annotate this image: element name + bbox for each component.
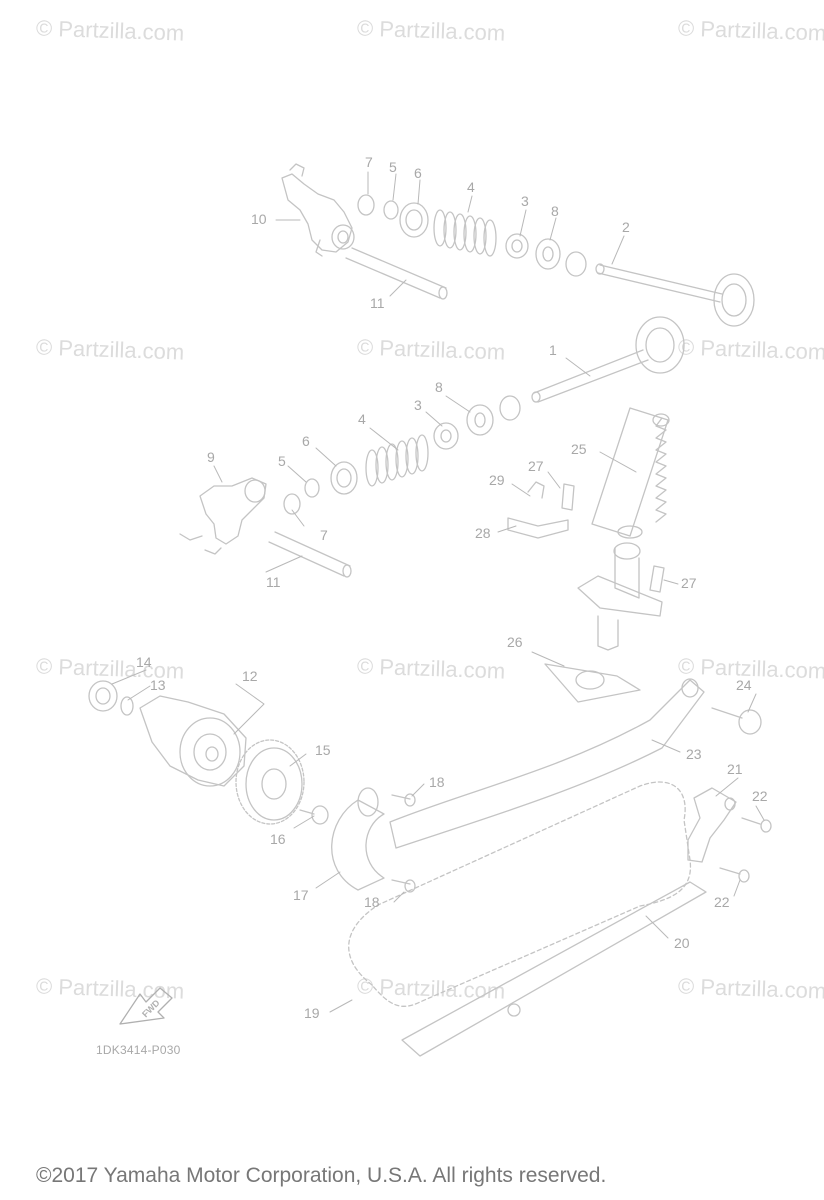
stem-seal-upper [506,234,528,258]
guide-plate-17 [332,788,384,890]
copyright-notice: ©2017 Yamaha Motor Corporation, U.S.A. A… [36,1164,607,1187]
callout-label: 12 [242,668,258,684]
callout-label: 25 [571,441,587,457]
callout-label: 5 [389,159,397,175]
callout-label: 5 [278,453,286,469]
callout-label: 29 [489,472,505,488]
bolt-24 [712,708,761,734]
callout-label: 18 [429,774,445,790]
callout-label: 8 [551,203,559,219]
stem-seal-lower [434,423,458,449]
callout-label: 8 [435,379,443,395]
bolt-18-upper [392,794,415,806]
callout-label: 22 [714,894,730,910]
rocker-arm-lower [180,478,266,554]
tensioner-bracket [508,482,664,592]
callout-label: 20 [674,935,690,951]
callout-label: 3 [414,397,422,413]
retainer-upper [400,203,428,237]
callout-label: 24 [736,677,752,693]
callout-label: 18 [364,894,380,910]
callout-label: 26 [507,634,523,650]
callout-label: 19 [304,1005,320,1021]
callout-label: 3 [521,193,529,209]
callout-label: 11 [266,574,281,590]
bolt-22-lower [720,868,749,882]
callout-label: 13 [150,677,166,693]
callout-label: 9 [207,449,215,465]
bolt-16 [300,806,328,824]
o-ring-upper [566,252,586,276]
valve-spring-upper [434,210,496,256]
callout-label: 10 [251,211,267,227]
cotter-upper [384,201,398,219]
tensioner-spring [618,414,669,538]
callout-label: 4 [358,411,366,427]
cotter-lower [305,479,319,497]
callout-label: 4 [467,179,475,195]
spring-seat-lower [467,405,493,435]
callout-label: 14 [136,654,152,670]
callout-label: 2 [622,219,630,235]
bolt-18-lower [392,880,415,892]
valve-exhaust [596,264,754,326]
callout-label: 11 [370,295,385,311]
bearing-14 [89,681,117,711]
guide-arm-21 [688,788,736,862]
valve-spring-lower [366,435,428,486]
tensioner-gasket [545,664,640,702]
rocker-arm-upper [282,164,354,256]
callout-label: 23 [686,746,702,762]
callout-label: 1 [549,342,557,358]
timing-chain-19 [349,782,691,1006]
collet-lower [284,494,300,514]
bolt-22-upper [742,818,771,832]
valve-intake [532,317,684,402]
callout-label: 27 [681,575,697,591]
callout-label: 16 [270,831,286,847]
callout-label: 28 [475,525,491,541]
fwd-arrow-icon: FWD [120,988,172,1024]
tensioner-body [578,543,662,650]
retainer-lower [331,462,357,494]
circlip-13 [121,697,133,715]
chain-guide-20 [402,882,706,1056]
callout-label: 6 [414,165,422,181]
sprocket-15 [236,740,304,824]
leader-lines [112,172,764,1012]
callout-label: 6 [302,433,310,449]
callout-label: 21 [727,761,743,777]
callout-label: 17 [293,887,309,903]
spring-seat-upper [536,239,560,269]
callout-label: 15 [315,742,331,758]
tensioner-box [592,408,668,536]
fwd-label: FWD [140,997,162,1019]
callout-label: 7 [365,154,373,170]
rocker-shaft-lower [269,532,351,577]
collet-upper [358,195,374,215]
callout-label: 7 [320,527,328,543]
callout-label: 27 [528,458,544,474]
o-ring-lower [500,396,520,420]
callout-label: 22 [752,788,768,804]
rocker-shaft-upper [346,248,447,299]
camshaft-12 [140,696,246,786]
chain-guide-23 [390,679,704,848]
diagram-code: 1DK3414-P030 [96,1043,181,1057]
